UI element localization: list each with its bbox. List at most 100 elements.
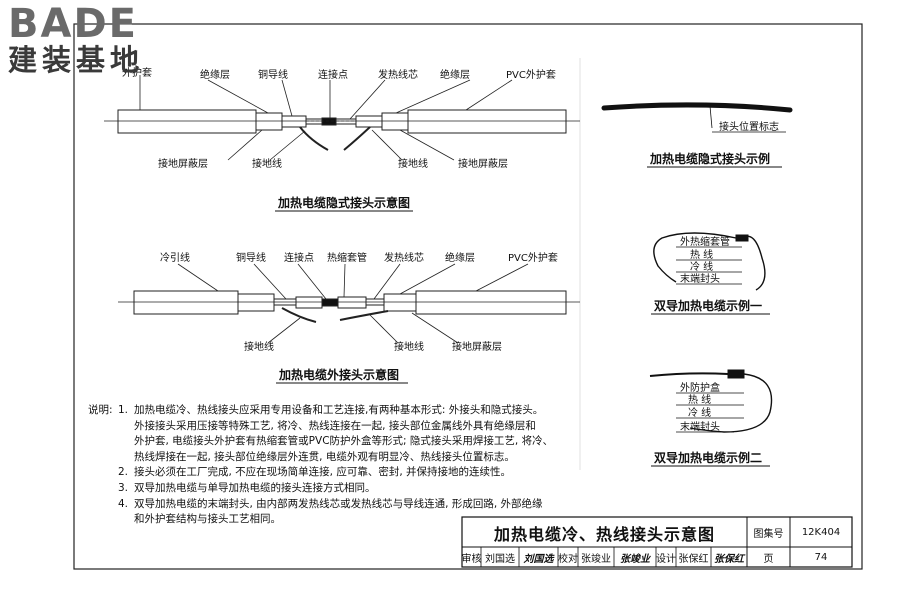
cold-lead-insulation xyxy=(237,293,275,312)
joint-marker-label: 接头位置标志 xyxy=(719,120,779,133)
hidden-example-caption: 加热电缆隐式接头示例 xyxy=(649,151,770,166)
leader xyxy=(177,263,219,292)
label-hot-wire: 热 线 xyxy=(688,393,711,406)
connection-point xyxy=(321,117,337,126)
designer-signature: 张保红 xyxy=(714,553,744,565)
brand-logo-latin: BADE xyxy=(8,1,138,47)
label-ground-shield-right: 接地屏蔽层 xyxy=(458,157,508,170)
label-insulation-right: 绝缘层 xyxy=(440,68,470,81)
note-number: 2. xyxy=(118,466,129,479)
example2-caption: 双导加热电缆示例二 xyxy=(654,450,762,465)
sheet-border xyxy=(73,23,863,570)
label-copper-wire: 铜导线 xyxy=(258,68,288,81)
label-connection-point: 连接点 xyxy=(318,68,348,81)
cable-photo xyxy=(601,102,793,113)
page-number: 74 xyxy=(814,551,828,563)
external-joint-title: 加热电缆外接头示意图 xyxy=(278,367,399,382)
dual-cable-example-1-labels: 外热缩套管 热 线 冷 线 末端封头 双导加热电缆示例一 xyxy=(654,235,762,313)
left-inner-layer xyxy=(281,115,307,128)
note-line: 外接接头采用压接等特殊工艺, 将冷、热线连接在一起, 接头部位金属线外具有绝缘层… xyxy=(134,419,536,432)
leader xyxy=(373,263,401,300)
heat-shrink-sleeve-right xyxy=(337,296,367,309)
note-row: 2. 接头必须在工厂完成, 不应在现场简单连接, 应可靠、密封, 并保持接地的连… xyxy=(88,465,578,481)
note-text: 双导加热电缆与单导加热电缆的接头连接方式相同。 xyxy=(134,481,578,497)
pvc-outer-sheath xyxy=(415,290,567,315)
label-end-cap: 末端封头 xyxy=(680,272,720,285)
page-label: 页 xyxy=(763,553,774,565)
label-heat-shrink: 热缩套管 xyxy=(327,251,367,264)
label-hot-wire: 热 线 xyxy=(690,248,713,261)
label-insulation: 绝缘层 xyxy=(200,68,230,81)
label-outer-heat-shrink: 外热缩套管 xyxy=(680,235,730,248)
note-line: 和外护套结构与接头工艺相同。 xyxy=(134,513,281,526)
leader xyxy=(281,79,293,117)
left-ground-wire xyxy=(299,126,329,151)
label-ground-shield: 接地屏蔽层 xyxy=(452,340,502,353)
cold-lead-sheath xyxy=(133,290,239,315)
right-ground-wire xyxy=(339,310,389,321)
drawing-title: 加热电缆冷、热线接头示意图 xyxy=(493,525,715,544)
note-number: 3. xyxy=(118,481,129,494)
leader xyxy=(207,79,269,114)
label-end-cap: 末端封头 xyxy=(680,420,720,433)
leader xyxy=(371,129,403,161)
leader xyxy=(465,79,513,111)
left-outer-sheath xyxy=(117,109,257,134)
heat-shrink-sleeve xyxy=(295,296,323,309)
note-number: 4. xyxy=(118,497,129,510)
label-outer-sheath: 外护套 xyxy=(122,66,152,79)
dual-cable-example-2-labels: 外防护盒 热 线 冷 线 末端封头 双导加热电缆示例二 xyxy=(654,381,762,465)
note-text: 加热电缆冷、热线接头应采用专用设备和工艺连接,有两种基本形式: 外接头和隐式接头… xyxy=(134,403,578,465)
reviewer-name: 刘国选 xyxy=(485,553,515,565)
label-connection-point: 连接点 xyxy=(284,251,314,264)
note-text: 双导加热电缆的末端封头, 由内部两发热线芯或发热线芯与导线连通, 形成回路, 外… xyxy=(134,497,578,528)
right-insulation xyxy=(381,112,409,131)
right-ground-wire xyxy=(343,126,371,151)
leader xyxy=(411,312,459,344)
label-copper-wire: 铜导线 xyxy=(236,251,266,264)
note-row: 说明: 1. 加热电缆冷、热线接头应采用专用设备和工艺连接,有两种基本形式: 外… xyxy=(88,403,578,465)
note-line: 双导加热电缆的末端封头, 由内部两发热线芯或发热线芯与导线连通, 形成回路, 外… xyxy=(134,497,543,510)
note-number: 1. xyxy=(118,404,129,416)
note-line: 热线焊接在一起, 接头部位绝缘层外连贯, 电缆外观有明显冷、热线接头位置标志。 xyxy=(134,450,515,463)
title-block: 加热电缆冷、热线接头示意图 图集号 12K404 审核 刘国选 刘国选 校对 张… xyxy=(462,517,852,567)
protective-box xyxy=(727,369,745,379)
note-row: 3. 双导加热电缆与单导加热电缆的接头连接方式相同。 xyxy=(88,481,578,497)
notes-section: 说明: 1. 加热电缆冷、热线接头应采用专用设备和工艺连接,有两种基本形式: 外… xyxy=(88,403,578,528)
leader xyxy=(253,263,287,300)
label-ground-wire-left: 接地线 xyxy=(244,340,274,353)
external-joint-labels: 冷引线 铜导线 连接点 热缩套管 发热线芯 绝缘层 PVC外护套 接地线 接地线… xyxy=(160,251,558,382)
right-inner-layer xyxy=(355,115,383,128)
leader xyxy=(369,314,399,344)
joint-sleeve xyxy=(735,234,749,242)
brand-logo-chinese: 建装基地 xyxy=(8,43,145,77)
left-insulation xyxy=(255,112,283,131)
review-label: 审核 xyxy=(461,553,482,565)
label-ground-shield-left: 接地屏蔽层 xyxy=(158,157,208,170)
design-label: 设计 xyxy=(656,553,676,565)
external-joint-diagram xyxy=(118,263,580,344)
check-label: 校对 xyxy=(558,553,578,565)
dual-cable-example-2 xyxy=(649,369,773,433)
hidden-joint-title: 加热电缆隐式接头示意图 xyxy=(277,195,410,210)
connection-point xyxy=(321,298,339,307)
leader xyxy=(269,130,306,161)
notes-lead: 说明: xyxy=(88,404,113,416)
note-text: 接头必须在工厂完成, 不应在现场简单连接, 应可靠、密封, 并保持接地的连续性。 xyxy=(134,465,578,481)
dual-cable-example-1 xyxy=(653,232,766,291)
designer-name: 张保红 xyxy=(678,553,709,565)
left-ground-wire xyxy=(281,307,317,323)
leader xyxy=(343,263,346,298)
reviewer-signature: 刘国选 xyxy=(523,553,554,565)
right-insulation xyxy=(383,293,417,312)
label-heating-core: 发热线芯 xyxy=(378,68,418,81)
label-ground-wire-right: 接地线 xyxy=(394,340,424,353)
note-row: 4. 双导加热电缆的末端封头, 由内部两发热线芯或发热线芯与导线连通, 形成回路… xyxy=(88,497,578,528)
note-line: 接头必须在工厂完成, 不应在现场简单连接, 应可靠、密封, 并保持接地的连续性。 xyxy=(134,466,512,479)
label-pvc-sheath: PVC外护套 xyxy=(506,68,556,81)
checker-signature: 张竣业 xyxy=(620,553,650,565)
label-outer-box: 外防护盒 xyxy=(680,381,720,394)
label-ground-wire-right: 接地线 xyxy=(398,157,428,170)
atlas-number: 12K404 xyxy=(801,526,841,538)
label-cold-wire: 冷 线 xyxy=(688,406,711,419)
